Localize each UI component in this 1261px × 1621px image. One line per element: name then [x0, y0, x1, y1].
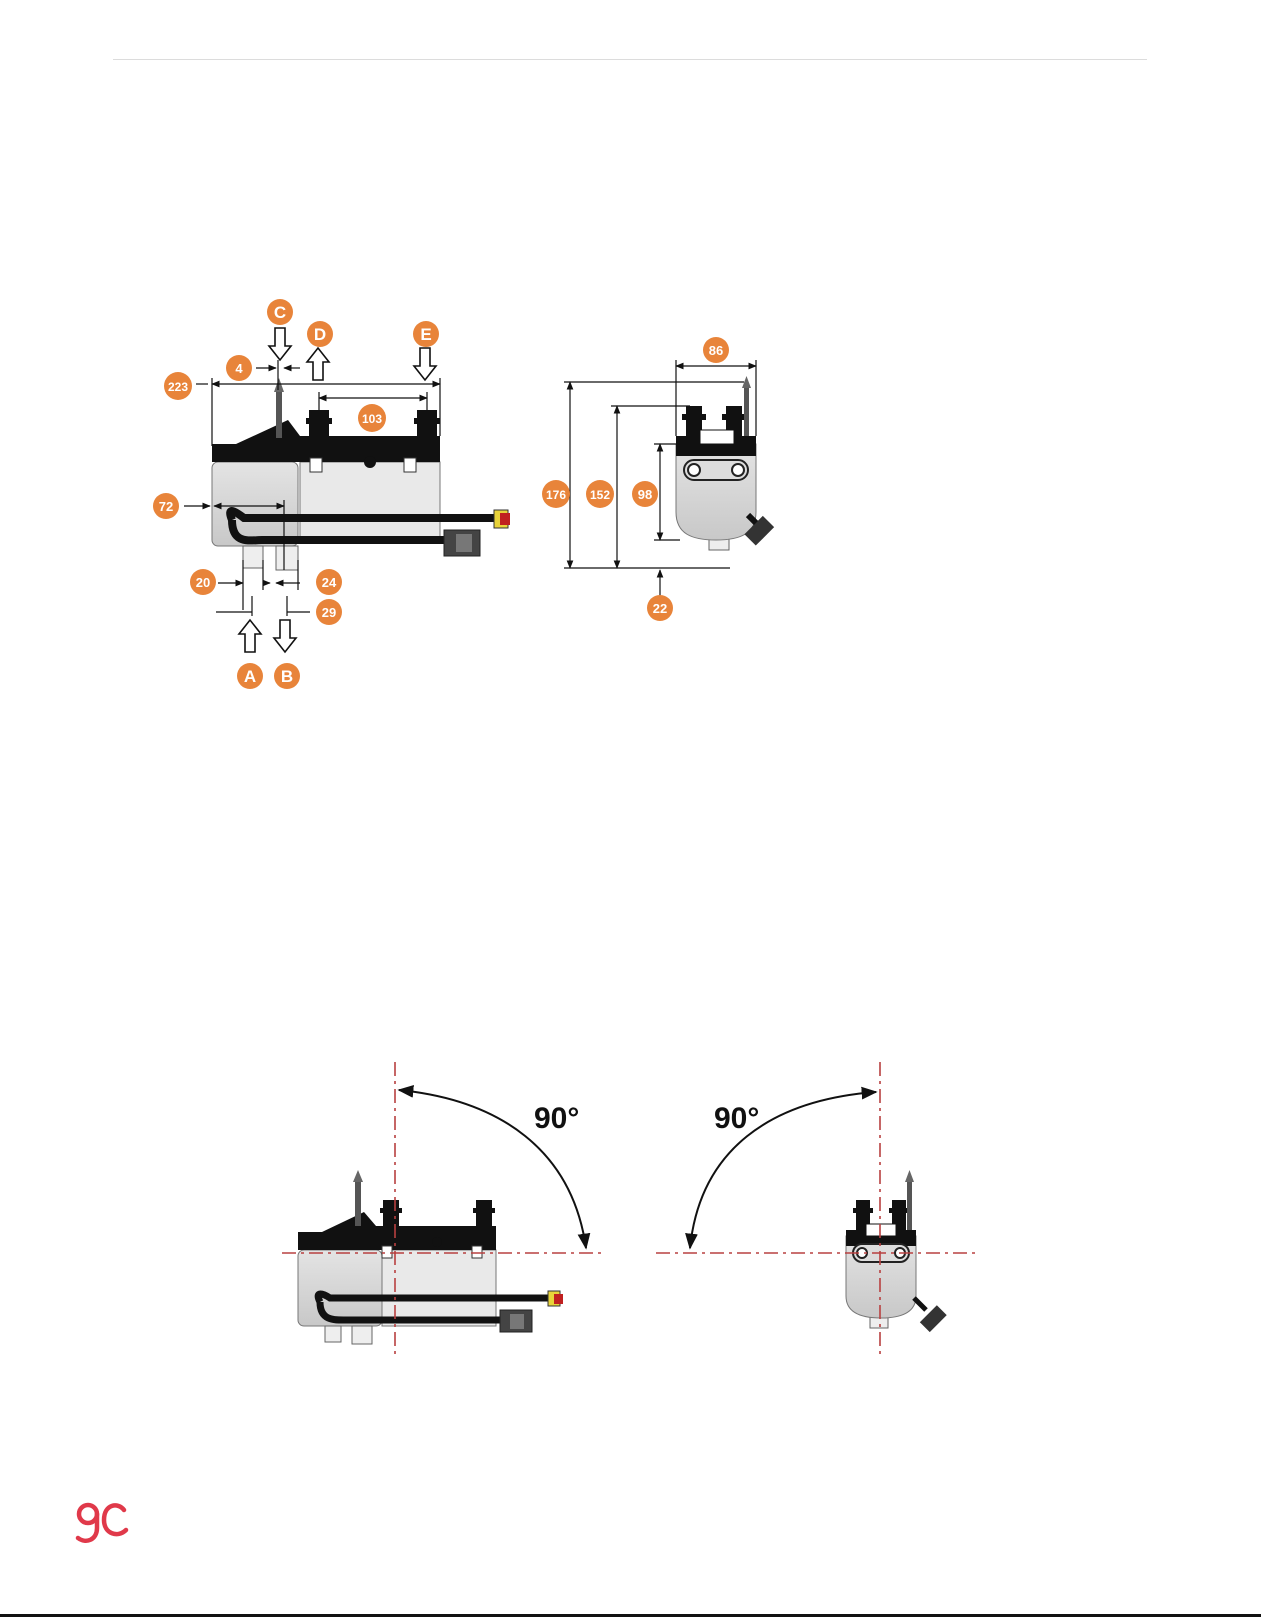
badge-29: 29 — [316, 599, 342, 625]
badge-a: A — [237, 663, 263, 689]
svg-text:24: 24 — [322, 575, 337, 590]
svg-text:B: B — [281, 667, 293, 686]
svg-text:223: 223 — [168, 380, 188, 394]
badge-b: B — [274, 663, 300, 689]
arrow-b-icon — [274, 620, 296, 652]
svg-text:103: 103 — [362, 412, 382, 426]
badge-c: C — [267, 299, 293, 325]
svg-text:72: 72 — [159, 499, 173, 514]
badge-e: E — [413, 321, 439, 347]
bottom-divider — [0, 1614, 1261, 1617]
gc-logo-icon — [72, 1498, 132, 1550]
front-view-heater — [676, 376, 774, 550]
svg-text:98: 98 — [638, 487, 652, 502]
arrow-a-icon — [239, 620, 261, 652]
badge-22: 22 — [647, 595, 673, 621]
badge-152: 152 — [586, 480, 614, 508]
svg-text:E: E — [420, 325, 431, 344]
badge-20: 20 — [190, 569, 216, 595]
svg-text:D: D — [314, 325, 326, 344]
tilt-diagram: 90° 90° — [0, 1040, 1261, 1370]
dimension-drawing: C D E 4 223 103 72 20 24 29 A B — [0, 0, 1261, 720]
front-tilt-view: 90° — [656, 1062, 980, 1358]
svg-text:152: 152 — [590, 488, 610, 502]
svg-text:4: 4 — [235, 361, 243, 376]
badge-103: 103 — [358, 404, 386, 432]
arrow-c-icon — [269, 328, 291, 360]
badge-d: D — [307, 321, 333, 347]
svg-text:176: 176 — [546, 488, 566, 502]
svg-text:86: 86 — [709, 343, 723, 358]
front-tilt-angle: 90° — [714, 1102, 759, 1135]
svg-text:20: 20 — [196, 575, 210, 590]
badge-24: 24 — [316, 569, 342, 595]
svg-text:A: A — [244, 667, 256, 686]
badge-223: 223 — [164, 372, 192, 400]
badge-4: 4 — [226, 355, 252, 381]
side-view-heater — [212, 378, 510, 570]
side-tilt-angle: 90° — [534, 1102, 579, 1135]
side-tilt-view: 90° — [282, 1062, 606, 1358]
arrow-e-icon — [414, 348, 436, 380]
badge-98: 98 — [632, 481, 658, 507]
arrow-d-icon — [307, 348, 329, 380]
badge-176: 176 — [542, 480, 570, 508]
badge-86: 86 — [703, 337, 729, 363]
badge-72: 72 — [153, 493, 179, 519]
svg-text:22: 22 — [653, 601, 667, 616]
svg-text:29: 29 — [322, 605, 336, 620]
svg-text:C: C — [274, 303, 286, 322]
